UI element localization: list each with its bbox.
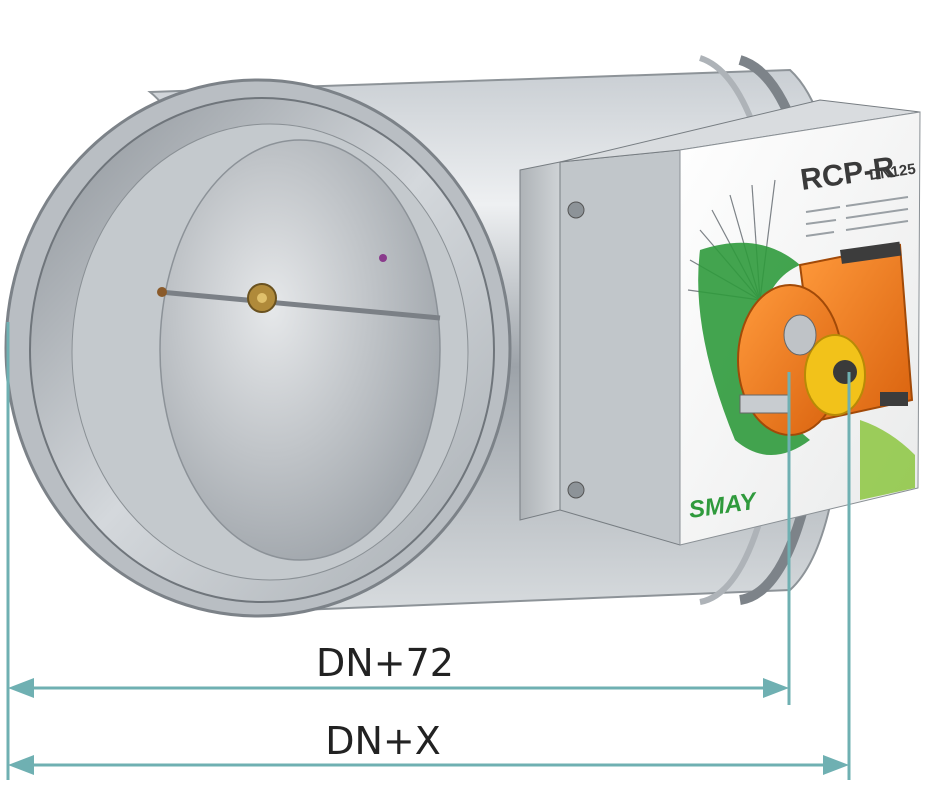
control-box: RCP-R DN125 bbox=[519, 99, 921, 546]
actuator bbox=[737, 241, 914, 436]
dimension-dnx bbox=[8, 755, 849, 775]
damper-blade bbox=[159, 139, 441, 561]
dimension-lines bbox=[6, 322, 851, 780]
size-label: DN125 bbox=[868, 161, 917, 184]
duct-opening bbox=[4, 78, 512, 618]
dimension-label-dn72: DN+72 bbox=[316, 641, 454, 685]
dimension-dn72 bbox=[8, 678, 789, 698]
damper-shaft bbox=[159, 289, 441, 321]
dimension-label-dnx: DN+X bbox=[325, 719, 441, 763]
